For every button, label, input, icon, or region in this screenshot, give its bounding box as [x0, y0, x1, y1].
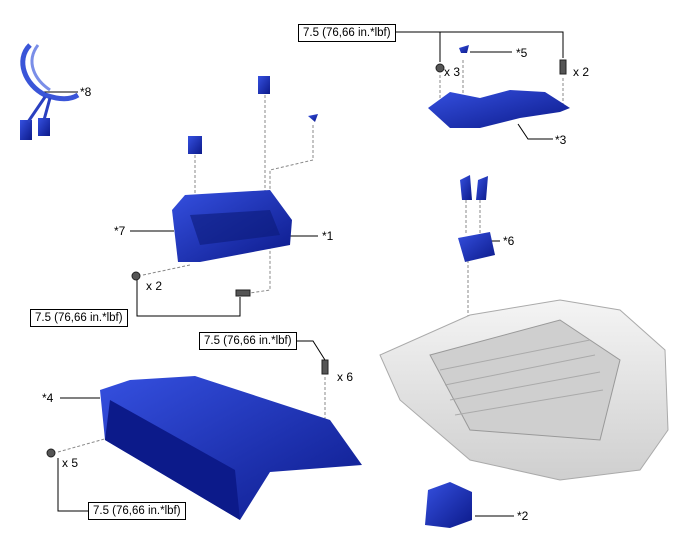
callout-5: *5 [516, 46, 528, 60]
quantity-x6: x 6 [337, 370, 354, 384]
part-8-wire-harness [20, 43, 80, 140]
bolts [46, 59, 567, 458]
callout-6: *6 [503, 234, 515, 248]
callout-3: *3 [555, 133, 567, 147]
callout-1: *1 [322, 229, 334, 243]
callout-8: *8 [80, 85, 92, 99]
upper-connectors [188, 45, 469, 154]
part-6-connector [458, 175, 495, 262]
part-3-cover [428, 90, 570, 128]
quantity-x3: x 3 [444, 65, 461, 79]
quantity-x2-top: x 2 [573, 65, 590, 79]
callout-2: *2 [517, 509, 529, 523]
part-4-cover [100, 376, 362, 520]
quantity-x2-left: x 2 [146, 279, 163, 293]
torque-spec-3: 7.5 (76,66 in.*lbf) [199, 332, 297, 350]
battery-tray [379, 299, 669, 481]
torque-spec-4: 7.5 (76,66 in.*lbf) [88, 502, 186, 520]
part-1-7-assembly [172, 190, 292, 262]
quantity-x5: x 5 [62, 456, 79, 470]
torque-spec-2: 7.5 (76,66 in.*lbf) [30, 309, 128, 327]
torque-spec-1: 7.5 (76,66 in.*lbf) [298, 24, 396, 42]
callout-7: *7 [114, 224, 126, 238]
part-2-cover [425, 482, 472, 528]
callout-4: *4 [42, 391, 54, 405]
